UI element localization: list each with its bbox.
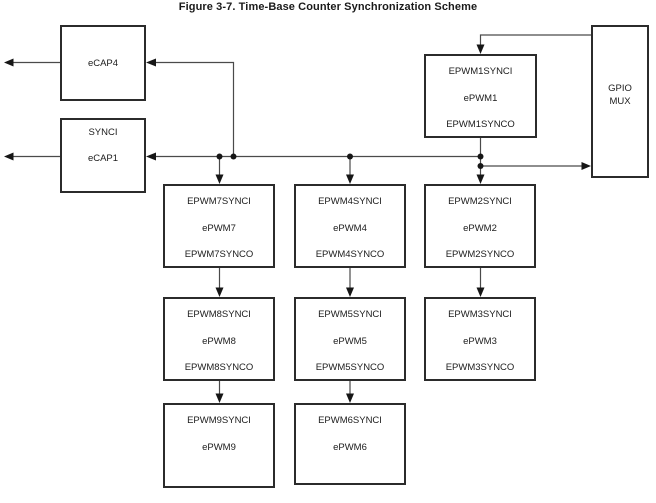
epwm9-block: EPWM9SYNCI ePWM9 <box>163 403 275 488</box>
epwm1-synci-label: EPWM1SYNCI <box>448 66 513 77</box>
epwm5-label: ePWM5 <box>333 336 367 347</box>
ecap4-block: eCAP4 <box>60 25 146 101</box>
ecap1-synci-label: SYNCI <box>88 127 118 138</box>
epwm5-synci-label: EPWM5SYNCI <box>318 309 382 320</box>
gpio-mux-label-line2: MUX <box>609 96 631 107</box>
junction-dot <box>347 153 353 160</box>
gpio-mux-block: GPIO MUX <box>591 25 649 178</box>
epwm3-in-arrowhead-icon <box>476 287 485 297</box>
junction-dot <box>477 163 484 169</box>
epwm6-in-arrowhead-icon <box>346 393 354 403</box>
epwm2-in-arrowhead-icon <box>476 174 485 184</box>
epwm1-synco-label: EPWM1SYNCO <box>446 119 515 130</box>
ecap1-block: SYNCI eCAP1 <box>60 118 146 193</box>
epwm6-block: EPWM6SYNCI ePWM6 <box>294 403 406 485</box>
epwm8-synco-label: EPWM8SYNCO <box>184 362 254 373</box>
junction-dot <box>477 153 484 160</box>
epwm7-synci-label: EPWM7SYNCI <box>187 196 251 207</box>
ecap1-out-arrowhead-icon <box>4 152 14 161</box>
epwm5-synco-label: EPWM5SYNCO <box>315 362 385 373</box>
epwm2-block: EPWM2SYNCI ePWM2 EPWM2SYNCO <box>424 184 536 268</box>
epwm1-in-arrowhead-icon <box>476 44 485 54</box>
epwm9-in-arrowhead-icon <box>215 393 224 403</box>
epwm8-block: EPWM8SYNCI ePWM8 EPWM8SYNCO <box>163 297 275 381</box>
epwm5-block: EPWM5SYNCI ePWM5 EPWM5SYNCO <box>294 297 406 381</box>
gpio-mux-in-arrowhead-icon <box>581 162 591 170</box>
gpio-mux-label-line1: GPIO <box>608 83 632 94</box>
ecap4-label: eCAP4 <box>87 57 119 69</box>
ecap4-in-arrowhead-icon <box>146 58 156 67</box>
epwm3-block: EPWM3SYNCI ePWM3 EPWM3SYNCO <box>424 297 536 381</box>
epwm3-synci-label: EPWM3SYNCI <box>448 309 512 320</box>
epwm7-synco-label: EPWM7SYNCO <box>184 249 254 260</box>
epwm4-synci-label: EPWM4SYNCI <box>318 196 382 207</box>
epwm4-label: ePWM4 <box>333 223 367 234</box>
epwm8-label: ePWM8 <box>202 336 236 347</box>
epwm4-block: EPWM4SYNCI ePWM4 EPWM4SYNCO <box>294 184 406 268</box>
ecap1-in-arrowhead-icon <box>146 152 156 161</box>
epwm6-synci-label: EPWM6SYNCI <box>318 415 382 426</box>
epwm8-synci-label: EPWM8SYNCI <box>187 309 251 320</box>
epwm1-block: EPWM1SYNCI ePWM1 EPWM1SYNCO <box>424 54 537 138</box>
ecap1-label: eCAP1 <box>87 153 119 164</box>
epwm6-label: ePWM6 <box>333 442 367 453</box>
epwm3-synco-label: EPWM3SYNCO <box>445 362 515 373</box>
epwm2-synco-label: EPWM2SYNCO <box>445 249 515 260</box>
epwm7-in-arrowhead-icon <box>215 174 224 184</box>
junction-dot <box>230 153 237 160</box>
epwm4-in-arrowhead-icon <box>346 174 354 184</box>
epwm3-label: ePWM3 <box>463 336 497 347</box>
epwm1-label: ePWM1 <box>463 93 498 104</box>
junction-dot <box>216 153 223 160</box>
epwm9-label: ePWM9 <box>202 442 236 453</box>
figure-title: Figure 3-7. Time-Base Counter Synchroniz… <box>178 1 478 13</box>
epwm7-label: ePWM7 <box>202 223 236 234</box>
epwm9-synci-label: EPWM9SYNCI <box>187 415 251 426</box>
epwm2-label: ePWM2 <box>463 223 497 234</box>
epwm2-synci-label: EPWM2SYNCI <box>448 196 512 207</box>
epwm5-in-arrowhead-icon <box>346 287 354 297</box>
epwm7-block: EPWM7SYNCI ePWM7 EPWM7SYNCO <box>163 184 275 268</box>
ecap4-out-arrowhead-icon <box>4 58 14 67</box>
epwm8-in-arrowhead-icon <box>215 287 224 297</box>
epwm4-synco-label: EPWM4SYNCO <box>315 249 385 260</box>
ecap4-feed-line <box>156 61 235 157</box>
gpio-to-epwm1-line <box>479 34 591 45</box>
